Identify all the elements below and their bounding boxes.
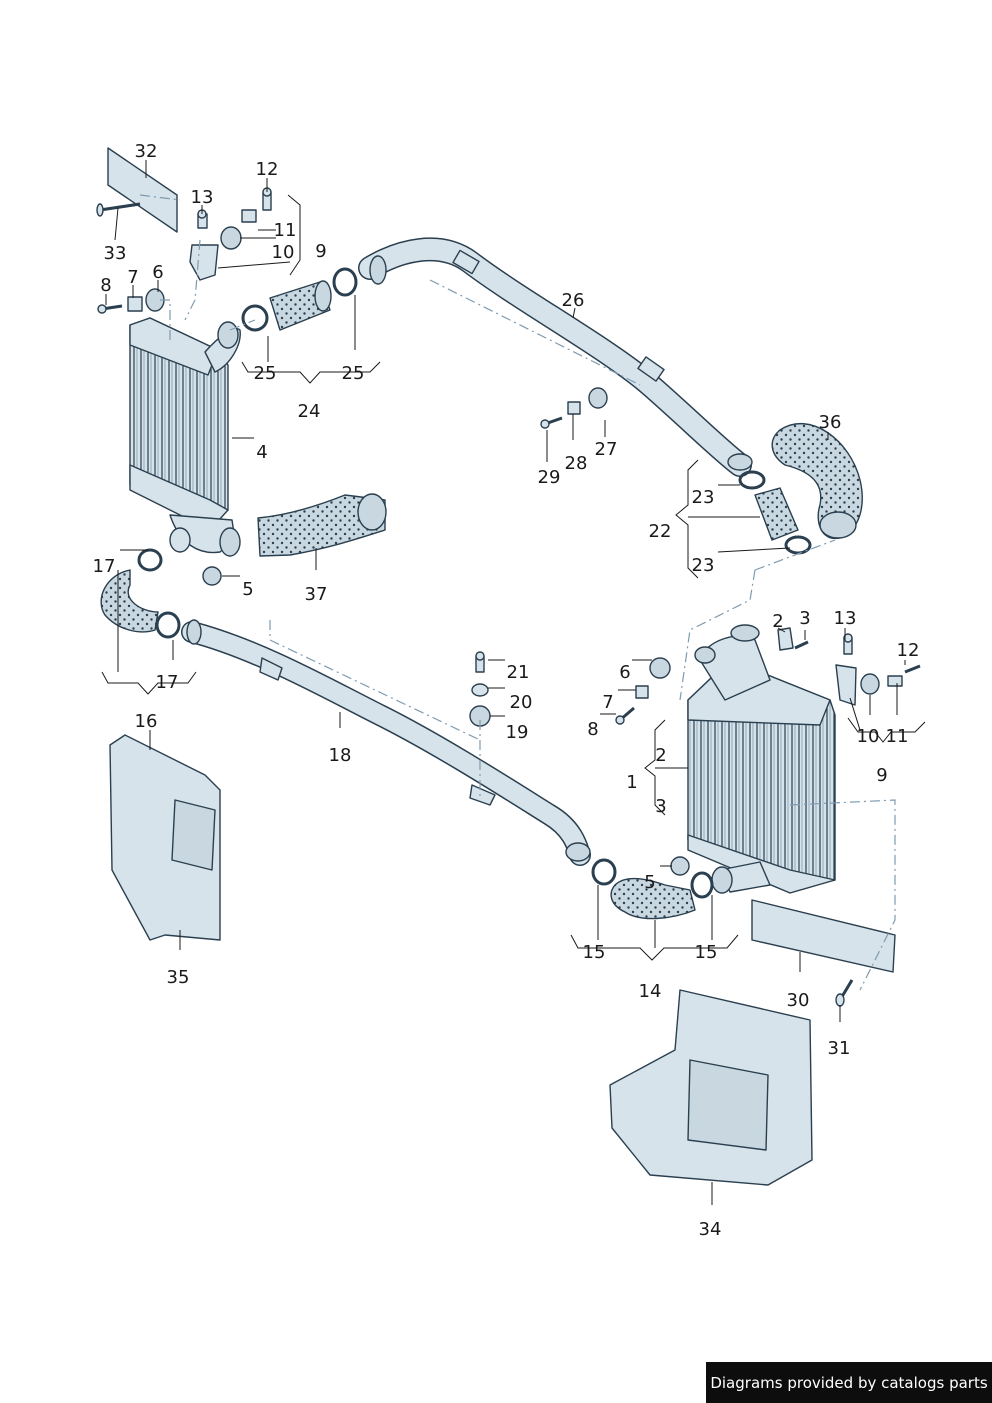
callout-23b: 23 (692, 555, 715, 576)
hose-24 (241, 267, 358, 332)
parts-artwork (96, 147, 921, 1186)
fasteners-right-2-3 (777, 627, 809, 651)
callout-9b: 9 (876, 765, 887, 786)
hose-36 (771, 423, 863, 540)
callout-28: 28 (565, 453, 588, 474)
callout-12b: 12 (897, 640, 920, 661)
callout-18: 18 (329, 745, 352, 766)
callout-35: 35 (167, 967, 190, 988)
bracket-10-left (189, 244, 219, 281)
callout-2b: 2 (655, 745, 666, 766)
fasteners-right-6-7-8 (615, 657, 671, 725)
callout-9: 9 (315, 241, 326, 262)
plate-30 (751, 899, 896, 973)
callout-20: 20 (510, 692, 533, 713)
callout-27: 27 (595, 439, 618, 460)
air-guide-35-inner (171, 799, 216, 871)
callout-6b: 6 (619, 662, 630, 683)
plate-32 (107, 147, 178, 233)
callout-16: 16 (135, 711, 158, 732)
callout-15b: 15 (695, 942, 718, 963)
callout-17a: 17 (93, 556, 116, 577)
callout-25b: 25 (342, 363, 365, 384)
callout-5a: 5 (242, 579, 253, 600)
callout-10b: 10 (857, 726, 880, 747)
callout-5b: 5 (644, 872, 655, 893)
fasteners-left-6-7-8 (97, 288, 165, 314)
grommet-5-right (670, 856, 690, 876)
hose-17-left (100, 548, 181, 639)
credit-footer: Diagrams provided by catalogs parts (706, 1362, 992, 1403)
callout-8: 8 (100, 275, 111, 296)
callout-6: 6 (152, 262, 163, 283)
callout-7b: 7 (602, 692, 613, 713)
callout-21: 21 (507, 662, 530, 683)
right-intercooler-1 (687, 624, 836, 894)
callout-13: 13 (191, 187, 214, 208)
callout-24: 24 (298, 401, 321, 422)
callout-33: 33 (104, 243, 127, 264)
air-guide-35 (109, 734, 221, 941)
assembly-lines (139, 194, 896, 991)
hose-14 (591, 858, 714, 920)
callout-10: 10 (272, 242, 295, 263)
callout-labels: 32 33 12 13 11 10 9 8 7 6 26 25 25 24 4 … (93, 141, 920, 1240)
callout-1: 1 (626, 772, 637, 793)
hose-36-end (819, 511, 857, 539)
callout-32: 32 (135, 141, 158, 162)
callout-22: 22 (649, 521, 672, 542)
callout-31: 31 (828, 1038, 851, 1059)
callout-37: 37 (305, 584, 328, 605)
hose-22 (738, 470, 812, 555)
callout-19: 19 (506, 722, 529, 743)
leader-lines (101, 160, 926, 1205)
callout-34: 34 (699, 1219, 722, 1240)
callout-8b: 8 (587, 719, 598, 740)
pipe-26 (358, 237, 753, 477)
fasteners-19-20-21 (469, 651, 491, 727)
left-intercooler-4 (129, 317, 241, 557)
callout-17b: 17 (156, 672, 179, 693)
callout-11: 11 (274, 220, 297, 241)
callout-30: 30 (787, 990, 810, 1011)
callout-25a: 25 (254, 363, 277, 384)
callout-36: 36 (819, 412, 842, 433)
callout-23a: 23 (692, 487, 715, 508)
screw-33 (96, 202, 141, 217)
callout-3a: 3 (799, 608, 810, 629)
callout-13b: 13 (834, 608, 857, 629)
callout-3b: 3 (655, 796, 666, 817)
callout-2a: 2 (772, 611, 783, 632)
callout-15a: 15 (583, 942, 606, 963)
pipe-18 (181, 619, 591, 866)
grommet-5-left (202, 566, 222, 586)
callout-14: 14 (639, 981, 662, 1002)
callout-26: 26 (562, 290, 585, 311)
credit-text: Diagrams provided by catalogs parts (710, 1373, 988, 1392)
callout-4: 4 (256, 442, 267, 463)
hose-37 (257, 493, 387, 557)
air-guide-34-inner (687, 1059, 769, 1151)
callout-12: 12 (256, 159, 279, 180)
callout-11b: 11 (886, 726, 909, 747)
fasteners-right-10-13 (835, 633, 921, 706)
callout-7: 7 (127, 267, 138, 288)
fasteners-27-28-29 (540, 387, 608, 429)
callout-29: 29 (538, 467, 561, 488)
screw-31 (835, 979, 854, 1007)
